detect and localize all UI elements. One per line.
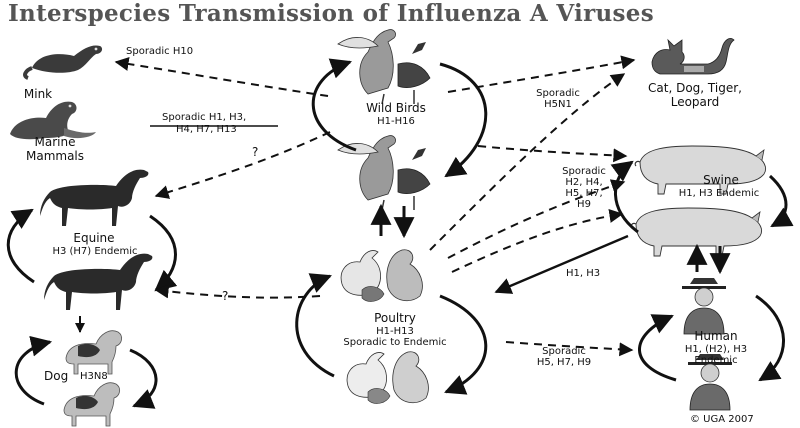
dog-label: Dog — [44, 369, 69, 383]
person-icon — [682, 278, 726, 335]
arrow-poultry-to-human — [505, 341, 634, 357]
pig-icon — [634, 145, 767, 195]
horse-icon — [44, 253, 153, 310]
dog-icon — [65, 330, 122, 375]
duck-icon — [346, 351, 429, 404]
bird-icon — [337, 29, 431, 105]
edge-label-swine-3: H5, H7, — [565, 188, 603, 199]
arrow-poultry-to-swine-top — [447, 179, 626, 259]
diagram-title: Interspecies Transmission of Influenza A… — [8, 0, 654, 27]
equine-label: Equine — [73, 231, 115, 245]
person-icon — [688, 354, 732, 411]
marine-label-line2: Mammals — [25, 149, 85, 163]
dog-sub: H3N8 — [80, 371, 108, 382]
edge-label-swine-2: H2, H4, — [565, 177, 603, 188]
marine-label: Marine — [34, 135, 76, 149]
bird-icon — [337, 135, 431, 211]
cat-icon — [651, 38, 735, 75]
human-label: Human — [694, 329, 738, 343]
equine-cycle-left — [6, 208, 35, 284]
cat-label-line2: Leopard — [670, 95, 720, 109]
poultry-cycle-left — [295, 273, 335, 378]
seal-icon — [10, 101, 96, 140]
human-sub2: Endemic — [694, 355, 738, 366]
edge-label-swine-1: Sporadic — [562, 166, 606, 177]
edge-label-poultry-equine-question: ? — [222, 289, 229, 303]
pig-icon — [630, 207, 763, 257]
wild-birds-cycle-left — [311, 58, 357, 152]
edge-label-marine-2: H4, H7, H13 — [176, 124, 237, 135]
dog-cycle-left — [14, 335, 53, 406]
poultry-label: Poultry — [374, 311, 416, 325]
edge-label-human-1: Sporadic — [542, 346, 586, 357]
dog-cycle-right — [129, 348, 158, 409]
arrow-wild-birds-to-cat — [447, 55, 636, 93]
poultry-sub: H1-H13 — [376, 326, 414, 337]
equine-cycle-right — [149, 214, 178, 292]
edge-label-equine-question: ? — [252, 145, 259, 159]
duck-icon — [340, 249, 423, 302]
swine-label: Swine — [703, 173, 739, 187]
swine-cycle-left — [610, 160, 639, 234]
edge-label-mink: Sporadic H10 — [126, 46, 194, 57]
arrow-wild-birds-to-mink — [114, 57, 329, 97]
human-cycle-right — [755, 294, 785, 382]
dog-icon — [63, 382, 120, 427]
human-sub: H1, (H2), H3 — [684, 344, 748, 355]
equine-sub: H3 (H7) Endemic — [52, 246, 138, 257]
wild-birds-cycle-right — [439, 62, 488, 178]
arrow-wild-birds-to-equine — [154, 131, 331, 199]
swine-cycle-right — [768, 174, 794, 228]
arrow-poultry-to-swine-bottom — [451, 208, 624, 273]
swine-sub: H1, H3 Endemic — [678, 188, 760, 199]
edge-label-marine-1: Sporadic H1, H3, — [162, 112, 247, 123]
arrow-poultry-to-equine — [154, 284, 321, 299]
mink-label: Mink — [23, 87, 53, 101]
cat-label: Cat, Dog, Tiger, — [648, 81, 742, 95]
edge-label-swine-poultry: H1, H3 — [566, 268, 601, 279]
arrow-wild-birds-to-swine — [477, 145, 628, 163]
copyright-text: © UGA 2007 — [690, 414, 754, 425]
edge-label-cat-2: H5N1 — [544, 99, 572, 110]
mink-icon — [23, 45, 103, 80]
edge-label-cat-1: Sporadic — [536, 88, 580, 99]
edge-label-swine-4: H9 — [577, 199, 591, 210]
horse-icon — [40, 169, 149, 226]
arrow-swine-to-poultry — [494, 234, 629, 294]
wild-birds-label: Wild Birds — [366, 101, 426, 115]
edge-label-human-2: H5, H7, H9 — [536, 357, 592, 368]
arrow-poultry-to-cat — [429, 73, 626, 251]
wild-birds-sub: H1-H16 — [377, 116, 415, 127]
poultry-sub2: Sporadic to Endemic — [343, 337, 447, 348]
poultry-cycle-right — [439, 294, 488, 395]
human-cycle-left — [638, 314, 677, 382]
